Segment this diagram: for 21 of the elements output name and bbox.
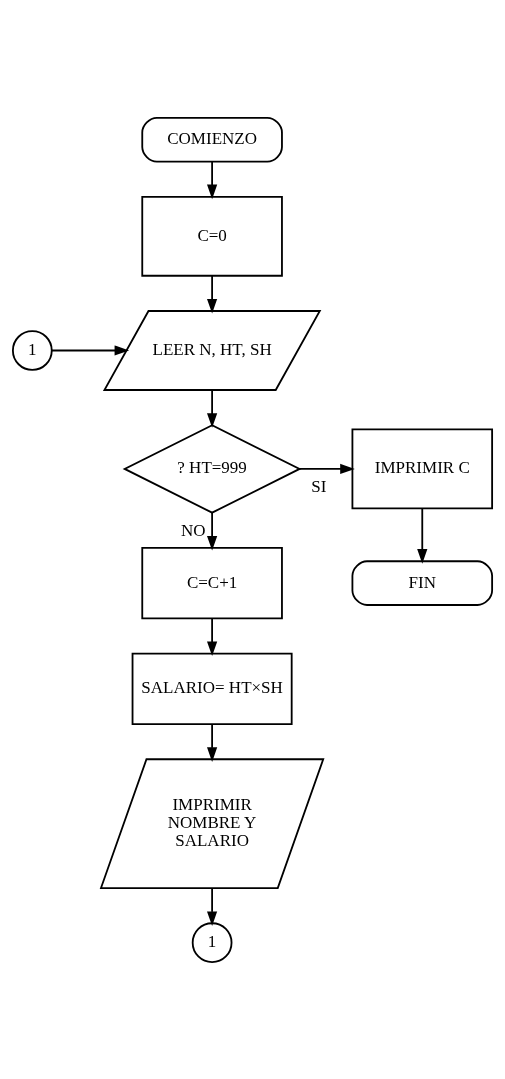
arrow: [207, 160, 218, 199]
node-box: FIN: [351, 559, 494, 606]
node-box: C=0: [141, 195, 283, 277]
arrow: [299, 463, 355, 474]
edge-label: SI: [311, 476, 327, 496]
arrow: [51, 344, 130, 356]
arrow: [207, 388, 218, 428]
arrow: [207, 617, 218, 656]
node-box: COMIENZO: [141, 116, 283, 162]
edge-label: NO: [180, 520, 206, 540]
node-diamond: ? HT=999: [122, 423, 302, 514]
node-box: SALARIO= HT×SH: [131, 652, 293, 725]
node-box: C=C+1: [141, 546, 283, 619]
node-circle: 1: [191, 921, 233, 963]
arrow: [207, 886, 218, 926]
arrow: [207, 511, 218, 551]
node-box: IMPRIMIR C: [351, 428, 494, 509]
arrow: [207, 274, 218, 313]
node-circle: 1: [11, 329, 53, 371]
arrow: [417, 507, 428, 564]
arrow: [207, 722, 218, 762]
